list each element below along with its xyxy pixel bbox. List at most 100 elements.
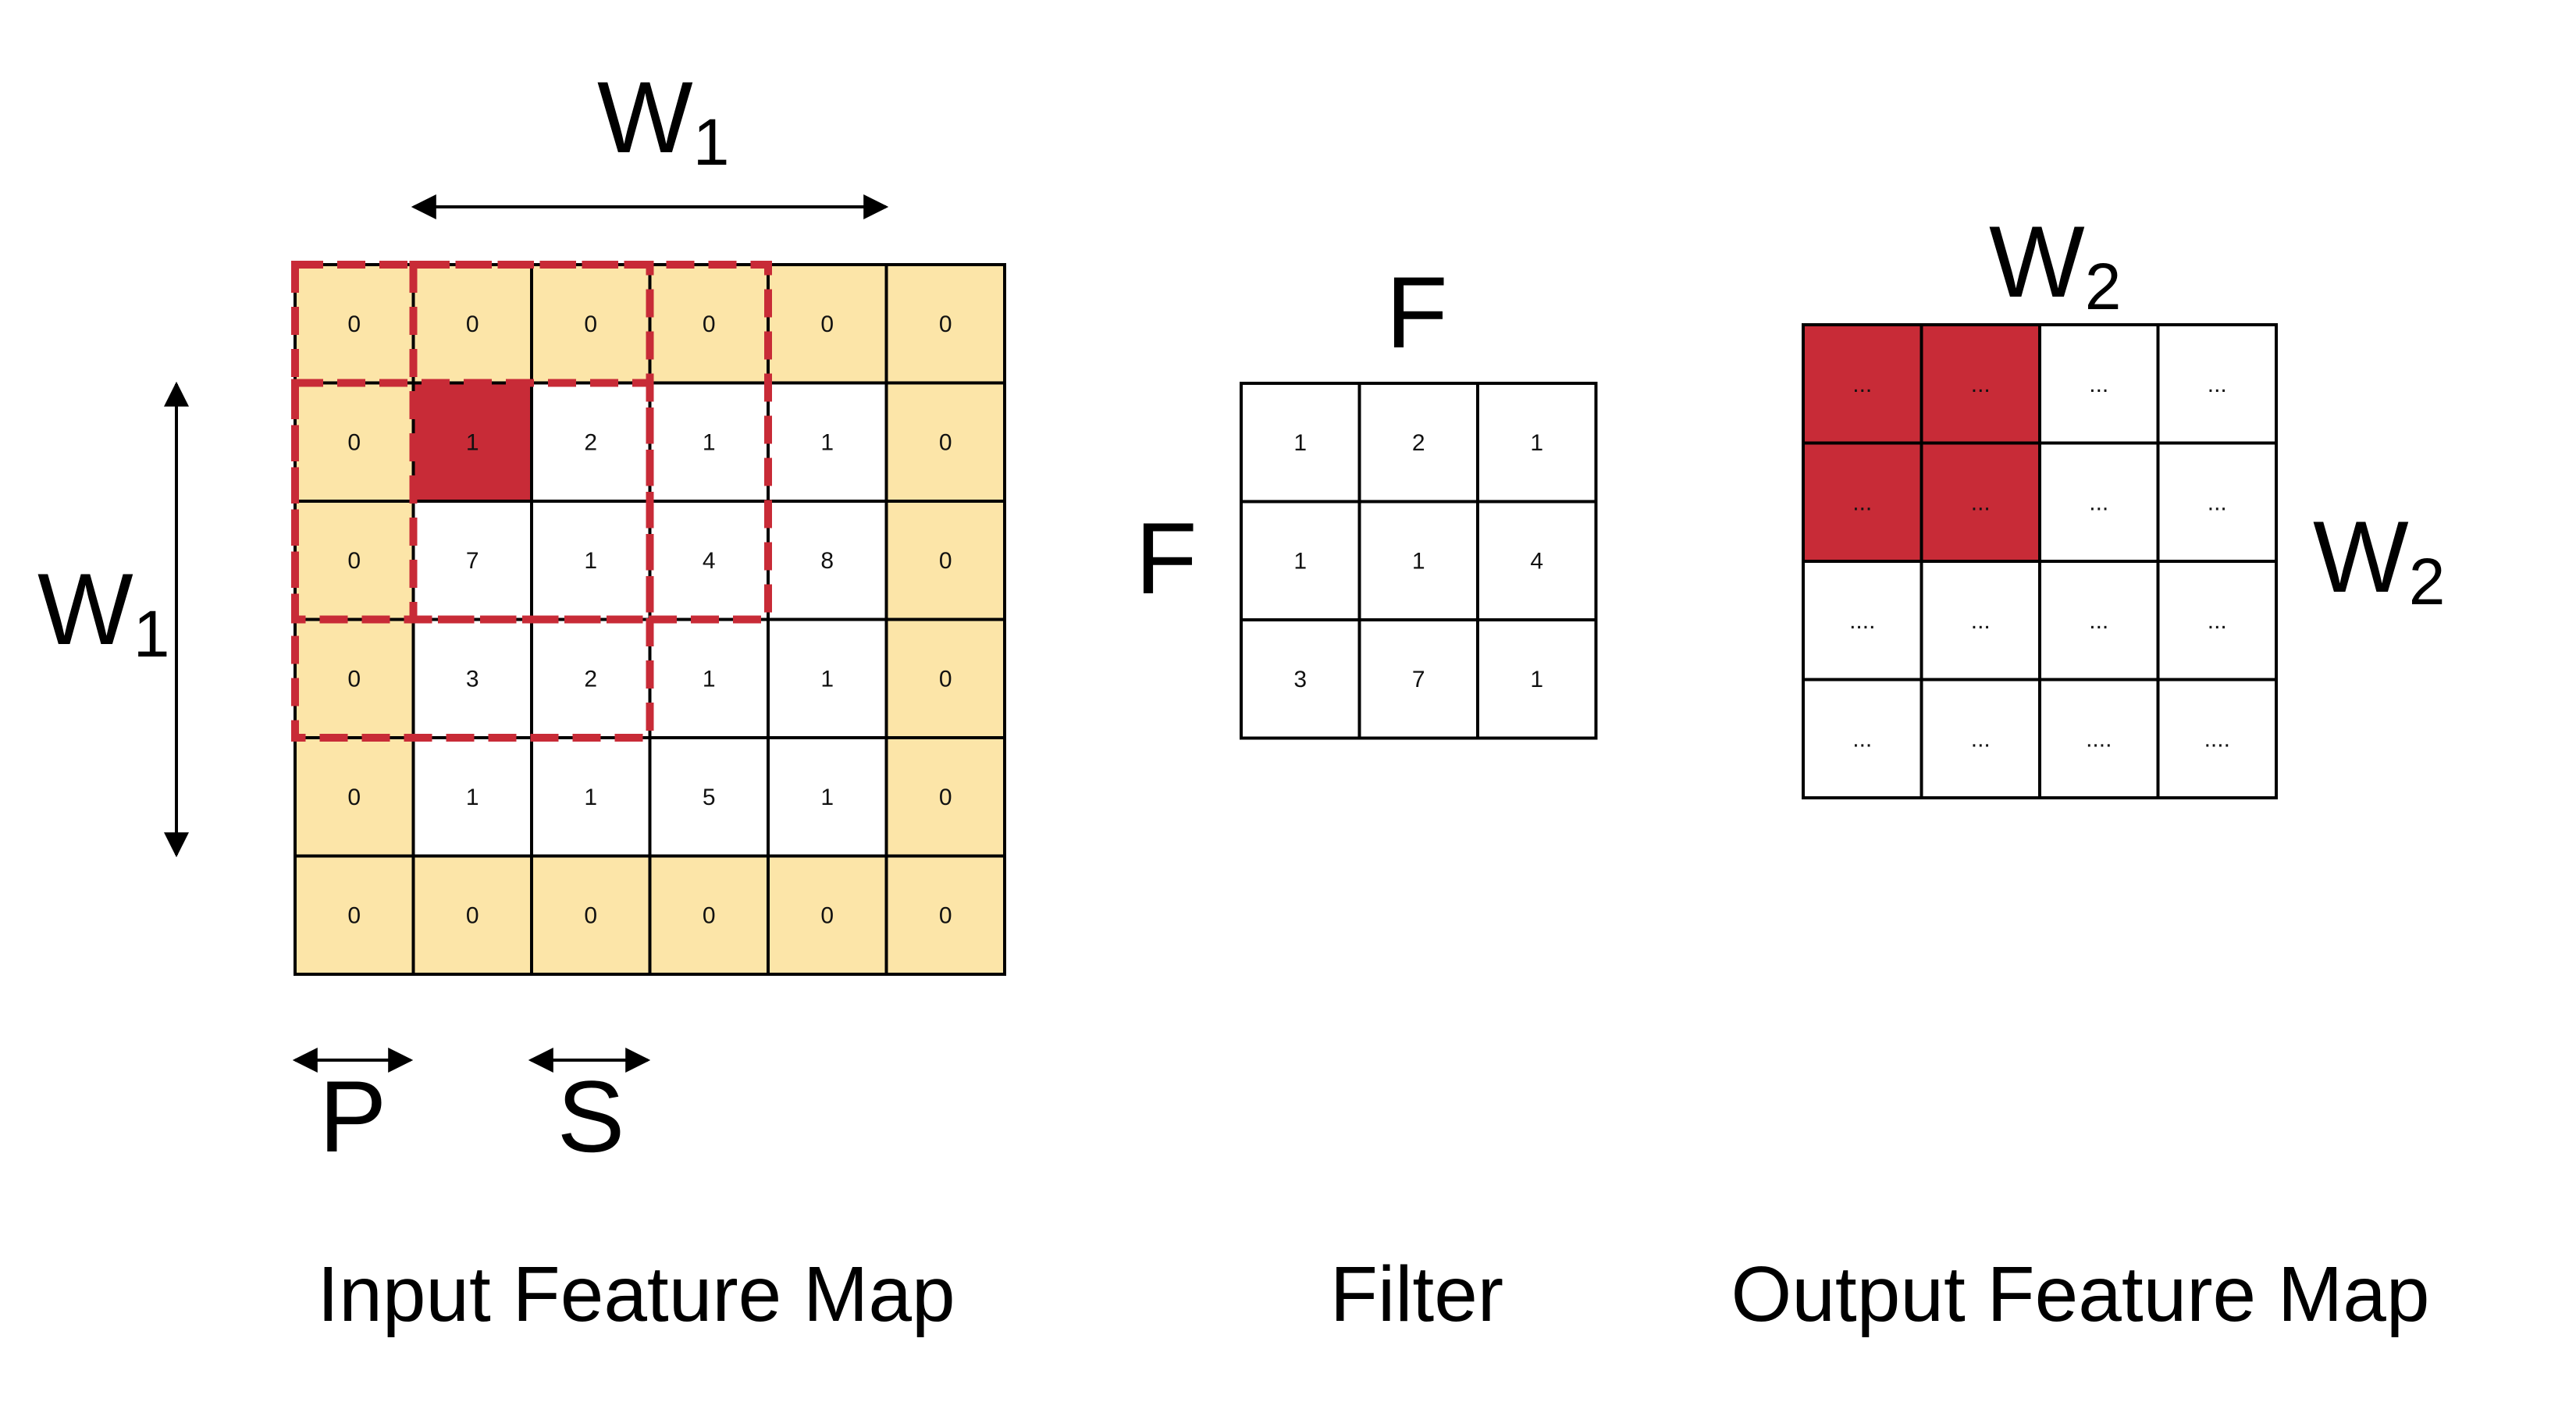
- input-cell-value: 0: [347, 902, 361, 928]
- output-cell-value: ...: [1852, 372, 1872, 397]
- input-cell-value: 0: [584, 902, 597, 928]
- filter-width-label: F: [1386, 255, 1447, 369]
- filter-cell-value: 1: [1293, 548, 1307, 574]
- input-cell-value: 2: [584, 429, 597, 455]
- output-cell-value: ...: [2089, 489, 2108, 515]
- input-width-label: W1: [597, 60, 729, 179]
- filter-cell-value: 1: [1293, 430, 1307, 456]
- output-cell: [2156, 323, 2278, 445]
- input-cell-value: 1: [584, 548, 597, 574]
- input-cell: [411, 854, 533, 976]
- output-caption: Output Feature Map: [1731, 1251, 2430, 1338]
- input-cell-value: 0: [703, 311, 716, 337]
- input-cell: [648, 854, 770, 976]
- output-cell: [2156, 560, 2278, 682]
- input-cell: [884, 263, 1006, 385]
- output-cell-value: ...: [2208, 489, 2227, 515]
- input-cell: [884, 736, 1006, 858]
- input-cell: [411, 736, 533, 858]
- input-cell-value: 0: [939, 429, 952, 455]
- output-cell-value: ...: [2208, 608, 2227, 634]
- input-cell: [530, 263, 652, 385]
- input-cell-value: 5: [703, 785, 716, 810]
- input-cell-value: 1: [820, 785, 834, 810]
- input-cell-value: 4: [703, 548, 716, 574]
- output-cell: [2038, 323, 2160, 445]
- output-cell-value: ...: [2208, 372, 2227, 397]
- input-cell-value: 0: [939, 902, 952, 928]
- input-cell-value: 0: [466, 902, 479, 928]
- input-cell: [767, 500, 888, 621]
- padding-label: P: [319, 1059, 387, 1173]
- input-cell: [884, 500, 1006, 621]
- input-cell: [294, 500, 415, 621]
- output-cell: [1802, 441, 1923, 563]
- filter-grid: 1 2 1 1 1 4 3 7 1: [1240, 382, 1598, 740]
- filter-cell-value: 1: [1530, 667, 1543, 692]
- input-cell-value: 7: [466, 548, 479, 574]
- input-cell-value: 1: [820, 429, 834, 455]
- input-cell-value: 0: [466, 311, 479, 337]
- input-cell-value: 0: [584, 311, 597, 337]
- filter-cell-value: 7: [1412, 667, 1425, 692]
- filter-cell-value: 4: [1530, 548, 1543, 574]
- input-cell: [767, 736, 888, 858]
- input-cell-value: 1: [703, 429, 716, 455]
- input-cell: [294, 381, 415, 503]
- output-cell-value: ...: [1971, 372, 1991, 397]
- output-cell: [2156, 678, 2278, 799]
- input-cell-value: 1: [466, 785, 479, 810]
- output-cell: [1920, 323, 2041, 445]
- input-cell: [294, 736, 415, 858]
- input-cell-value: 1: [466, 429, 479, 455]
- input-cell-value: 0: [347, 785, 361, 810]
- filter-cell: [1240, 500, 1361, 621]
- input-cell: [411, 617, 533, 739]
- output-cell-value: ...: [1852, 726, 1872, 752]
- input-cell-value: 0: [939, 785, 952, 810]
- output-feature-map-grid: ........................................…: [1802, 323, 2278, 799]
- output-cell-value: ....: [2204, 726, 2230, 752]
- output-width-label: W2: [1989, 205, 2121, 323]
- input-cell-value: 0: [939, 548, 952, 574]
- output-cell: [1802, 678, 1923, 799]
- input-cell-value: 0: [347, 429, 361, 455]
- input-cell: [294, 617, 415, 739]
- receptive-field-window: [291, 379, 654, 742]
- filter-cell-value: 2: [1412, 430, 1425, 456]
- filter-cell-value: 1: [1412, 548, 1425, 574]
- input-cell-value: 1: [703, 666, 716, 692]
- input-cell-value: 0: [347, 548, 361, 574]
- output-cell-value: ...: [2089, 608, 2108, 634]
- input-cell-value: 0: [347, 666, 361, 692]
- input-cell: [884, 854, 1006, 976]
- filter-cell-value: 1: [1530, 430, 1543, 456]
- receptive-field-window: [409, 261, 772, 624]
- input-cell-value: 0: [347, 311, 361, 337]
- filter-cell: [1240, 382, 1361, 504]
- input-cell-value: 3: [466, 666, 479, 692]
- input-cell-value: 8: [820, 548, 834, 574]
- output-cell-value: ...: [1852, 489, 1872, 515]
- input-cell-value: 2: [584, 666, 597, 692]
- output-cell-value: ...: [2089, 372, 2108, 397]
- output-cell: [2156, 441, 2278, 563]
- input-cell: [648, 736, 770, 858]
- filter-cell: [1357, 618, 1479, 740]
- input-caption: Input Feature Map: [317, 1251, 955, 1338]
- output-cell-value: ...: [1971, 726, 1991, 752]
- input-cell: [411, 500, 533, 621]
- filter-cell: [1357, 500, 1479, 621]
- input-cell: [767, 854, 888, 976]
- filter-height-label: F: [1135, 501, 1197, 615]
- input-cell-value: 0: [939, 666, 952, 692]
- output-cell-value: ....: [1849, 608, 1875, 634]
- filter-cell-value: 3: [1293, 667, 1307, 692]
- input-cell-value: 0: [820, 902, 834, 928]
- filter-caption: Filter: [1330, 1251, 1503, 1338]
- receptive-field-windows: [291, 261, 772, 742]
- input-cell: [294, 854, 415, 976]
- input-cell-value: 0: [820, 311, 834, 337]
- input-cell-value: 1: [820, 666, 834, 692]
